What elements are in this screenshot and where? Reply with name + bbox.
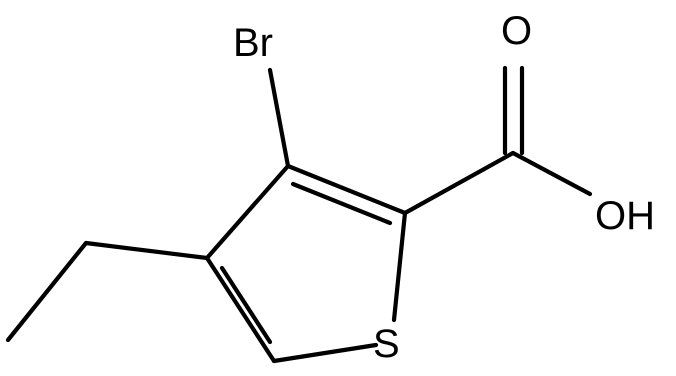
bond-c5-c4: [204, 255, 277, 364]
carbonyl-oxygen-label: O: [501, 9, 532, 53]
bond-c2-cooh: [402, 150, 516, 216]
bond-c3-c2-inner: [290, 181, 393, 226]
bond-c5-c4-inner: [219, 265, 273, 345]
bond-c2-s: [391, 210, 408, 323]
bond-c3-br: [267, 67, 291, 169]
hydroxyl-label: OH: [595, 194, 655, 238]
bond-s-c5: [271, 342, 379, 364]
bond-ethyl-ch3-ch2: [5, 240, 89, 343]
bond-c-oh: [510, 150, 593, 197]
bond-c3-c2: [285, 163, 408, 216]
bond-c4-c3: [204, 163, 291, 261]
bond-ethyl-ch2-c4: [83, 240, 210, 261]
bromine-label: Br: [233, 21, 273, 65]
sulfur-label: S: [373, 322, 400, 366]
